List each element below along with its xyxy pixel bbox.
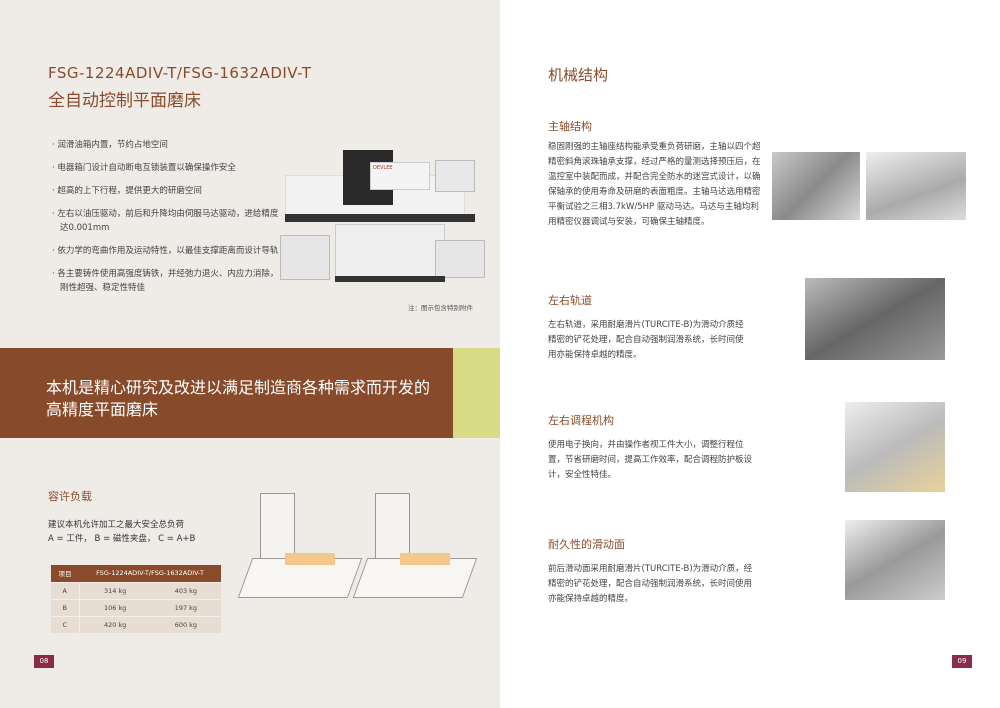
feature-item: 左右以油压驱动，前后和升降均由伺服马达驱动，进给精度达0.001mm xyxy=(52,207,282,235)
cell: 314 kg xyxy=(79,581,151,599)
table-header: FSG-1224ADIV-T/FSG-1632ADIV-T xyxy=(79,565,221,582)
model-title: FSG-1224ADIV-T/FSG-1632ADIV-T xyxy=(48,64,312,82)
feature-item: 润滑油箱内置，节约占地空间 xyxy=(52,138,282,152)
cell: 403 kg xyxy=(150,581,221,599)
feature-item: 依力学的弯曲作用及运动特性，以最佳支撑距离而设计导轨 xyxy=(52,244,282,258)
stroke-image xyxy=(845,402,945,492)
stroke-text: 使用电子换向，并由操作者视工件大小，调整行程位置，节省研磨时间，提高工作效率，配… xyxy=(548,440,753,480)
load-diagram-2 xyxy=(352,488,480,623)
section-title: 机械结构 xyxy=(548,66,609,84)
cell: B xyxy=(51,598,80,616)
page-number: 09 xyxy=(952,655,972,668)
slide-image xyxy=(845,520,945,600)
right-page: 机械结构 主轴结构 稳固刚强的主轴座结构能承受重负荷研磨，主轴以四个超精密斜角滚… xyxy=(500,0,1000,708)
slide-text: 前后滑动面采用耐磨滑片(TURCITE-B)为滑动介质，经精密的铲花处理，配合自… xyxy=(548,564,753,604)
image-note: 注：图示包含特别附件 xyxy=(408,304,473,312)
rail-image xyxy=(805,278,945,360)
feature-item: 电器箱门设计自动断电互锁装置以确保操作安全 xyxy=(52,161,282,175)
load-desc: 建议本机允许加工之最大安全总负荷 xyxy=(48,520,185,530)
product-subtitle: 全自动控制平面磨床 xyxy=(48,91,201,111)
load-title: 容许负载 xyxy=(48,490,92,503)
machine-brand: DEVLEE xyxy=(370,162,430,190)
table-header: 项目 xyxy=(51,565,79,582)
stroke-title: 左右调程机构 xyxy=(548,414,614,427)
cell: C xyxy=(51,615,80,633)
page-number: 08 xyxy=(34,655,54,668)
load-diagram-1 xyxy=(237,488,365,623)
left-page: FSG-1224ADIV-T/FSG-1632ADIV-T 全自动控制平面磨床 … xyxy=(0,0,500,708)
rail-title: 左右轨道 xyxy=(548,294,592,307)
spindle-title: 主轴结构 xyxy=(548,120,592,133)
load-legend: A = 工件， B = 磁性夹盘， C = A+B xyxy=(48,534,196,544)
spindle-image xyxy=(772,152,860,220)
cell: 106 kg xyxy=(79,598,151,616)
rail-text: 左右轨道，采用耐磨滑片(TURCITE-B)为滑动介质经精密的铲花处理，配合自动… xyxy=(548,320,744,360)
banner xyxy=(0,348,453,438)
feature-item: 各主要铸件使用高强度铸铁，并经弛力退火、内应力消除，刚性超强、稳定性特佳 xyxy=(52,267,282,295)
cell: 420 kg xyxy=(79,615,151,633)
load-description: 建议本机允许加工之最大安全总负荷 A = 工件， B = 磁性夹盘， C = A… xyxy=(48,518,195,546)
spindle-bearing-image xyxy=(866,152,966,220)
banner-text: 本机是精心研究及改进以满足制造商各种需求而开发的高精度平面磨床 xyxy=(46,378,431,419)
feature-item: 超高的上下行程，提供更大的研磨空间 xyxy=(52,184,282,198)
machine-image: DEVLEE xyxy=(275,140,495,290)
spindle-text: 稳固刚强的主轴座结构能承受重负荷研磨，主轴以四个超精密斜角滚珠轴承支撑，经过严格… xyxy=(548,142,761,227)
cell: 197 kg xyxy=(150,598,221,616)
slide-title: 耐久性的滑动面 xyxy=(548,538,625,551)
accent-strip xyxy=(453,348,500,438)
cell: A xyxy=(51,581,80,599)
cell: 600 kg xyxy=(150,615,221,633)
feature-list: 润滑油箱内置，节约占地空间 电器箱门设计自动断电互锁装置以确保操作安全 超高的上… xyxy=(52,138,282,304)
